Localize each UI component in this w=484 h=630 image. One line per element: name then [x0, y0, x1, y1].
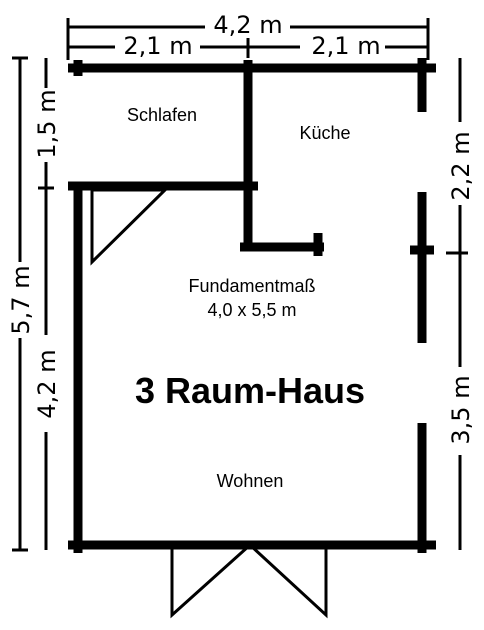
entrance-door: [170, 543, 328, 619]
foundation-size: 4,0 x 5,5 m: [207, 300, 296, 320]
dim-right-top-label: 2,2 m: [447, 131, 475, 200]
dim-left-top-label: 1,5 m: [33, 89, 61, 158]
dim-left-bottom-label: 4,2 m: [33, 349, 61, 418]
dim-right-width-label: 2,1 m: [311, 32, 380, 60]
dim-left-split-height: 1,5 m 4,2 m: [33, 58, 61, 550]
dim-split-width: 2,1 m 2,1 m: [68, 32, 428, 60]
dim-total-height: 5,7 m: [7, 56, 35, 552]
dim-left-width-label: 2,1 m: [123, 32, 192, 60]
dim-total-height-label: 5,7 m: [7, 265, 35, 334]
foundation-label: Fundamentmaß: [188, 276, 315, 296]
room-label-wohnen: Wohnen: [217, 471, 284, 491]
room-label-schlafen: Schlafen: [127, 105, 197, 125]
dim-right-bottom-label: 3,5 m: [447, 375, 475, 444]
bedroom-door-swing: [90, 188, 169, 266]
room-label-kueche: Küche: [299, 123, 350, 143]
dim-total-width-label: 4,2 m: [213, 11, 282, 39]
plan-title: 3 Raum-Haus: [135, 370, 365, 411]
dim-right-split-height: 2,2 m 3,5 m: [446, 58, 475, 550]
dim-total-width: 4,2 m: [66, 11, 430, 60]
